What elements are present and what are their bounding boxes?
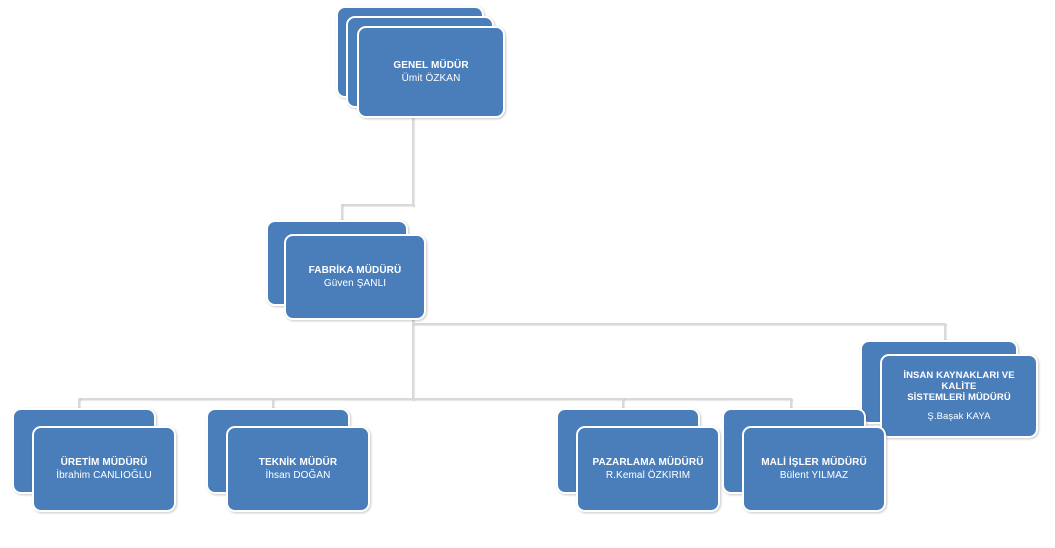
node-genel-mudur-front-layer[interactable]: GENEL MÜDÜR Ümit ÖZKAN	[357, 26, 505, 118]
node-uretim-mudur[interactable]: ÜRETİM MÜDÜRÜ İbrahim CANLIOĞLU	[12, 408, 176, 512]
connector-hr-drop	[944, 323, 946, 347]
node-ik-kalite-mudur-title-line1: İNSAN KAYNAKLARI VE KALİTE	[903, 369, 1015, 392]
connector-genel-mudur-stem	[412, 114, 414, 206]
node-pazarlama-mudur[interactable]: PAZARLAMA MÜDÜRÜ R.Kemal ÖZKIRIM	[556, 408, 720, 512]
node-teknik-mudur[interactable]: TEKNİK MÜDÜR İhsan DOĞAN	[206, 408, 370, 512]
node-genel-mudur-title: GENEL MÜDÜR	[393, 59, 469, 71]
node-genel-mudur[interactable]: GENEL MÜDÜR Ümit ÖZKAN	[336, 6, 506, 118]
node-mali-isler-mudur-name: Bülent YILMAZ	[779, 469, 849, 481]
connector-mali-drop	[790, 398, 792, 412]
node-uretim-mudur-front-layer[interactable]: ÜRETİM MÜDÜRÜ İbrahim CANLIOĞLU	[32, 426, 176, 512]
node-teknik-mudur-name: İhsan DOĞAN	[265, 469, 331, 481]
node-fabrika-mudur-front-layer[interactable]: FABRİKA MÜDÜRÜ Güven ŞANLI	[284, 234, 426, 320]
node-ik-kalite-mudur[interactable]: İNSAN KAYNAKLARI VE KALİTE SİSTEMLERİ MÜ…	[860, 340, 1038, 438]
node-uretim-mudur-name: İbrahim CANLIOĞLU	[56, 469, 152, 481]
node-ik-kalite-mudur-front-layer[interactable]: İNSAN KAYNAKLARI VE KALİTE SİSTEMLERİ MÜ…	[880, 354, 1038, 438]
node-mali-isler-mudur-front-layer[interactable]: MALİ İŞLER MÜDÜRÜ Bülent YILMAZ	[742, 426, 886, 512]
node-fabrika-mudur-title: FABRİKA MÜDÜRÜ	[308, 264, 402, 276]
connector-managers-bus	[78, 398, 792, 400]
node-mali-isler-mudur-title: MALİ İŞLER MÜDÜRÜ	[761, 456, 867, 468]
connector-fabrika-stem	[412, 318, 414, 400]
node-ik-kalite-mudur-title-line2: SİSTEMLERİ MÜDÜRÜ	[907, 391, 1011, 403]
node-genel-mudur-name: Ümit ÖZKAN	[401, 72, 461, 84]
node-pazarlama-mudur-name: R.Kemal ÖZKIRIM	[605, 469, 691, 481]
node-uretim-mudur-title: ÜRETİM MÜDÜRÜ	[60, 456, 148, 468]
node-pazarlama-mudur-title: PAZARLAMA MÜDÜRÜ	[592, 456, 704, 468]
connector-genel-to-fabrika-horizontal	[341, 204, 414, 206]
connector-pazarlama-drop	[622, 398, 624, 412]
node-teknik-mudur-title: TEKNİK MÜDÜR	[258, 456, 338, 468]
connector-hr-branch-horizontal	[412, 323, 946, 325]
node-ik-kalite-mudur-name: Ş.Başak KAYA	[927, 410, 991, 422]
node-teknik-mudur-front-layer[interactable]: TEKNİK MÜDÜR İhsan DOĞAN	[226, 426, 370, 512]
node-fabrika-mudur-name: Güven ŞANLI	[323, 277, 387, 289]
connector-fabrika-drop	[341, 204, 343, 228]
node-pazarlama-mudur-front-layer[interactable]: PAZARLAMA MÜDÜRÜ R.Kemal ÖZKIRIM	[576, 426, 720, 512]
node-mali-isler-mudur[interactable]: MALİ İŞLER MÜDÜRÜ Bülent YILMAZ	[722, 408, 886, 512]
connector-uretim-drop	[78, 398, 80, 412]
connector-teknik-drop	[272, 398, 274, 412]
node-fabrika-mudur[interactable]: FABRİKA MÜDÜRÜ Güven ŞANLI	[266, 220, 426, 320]
